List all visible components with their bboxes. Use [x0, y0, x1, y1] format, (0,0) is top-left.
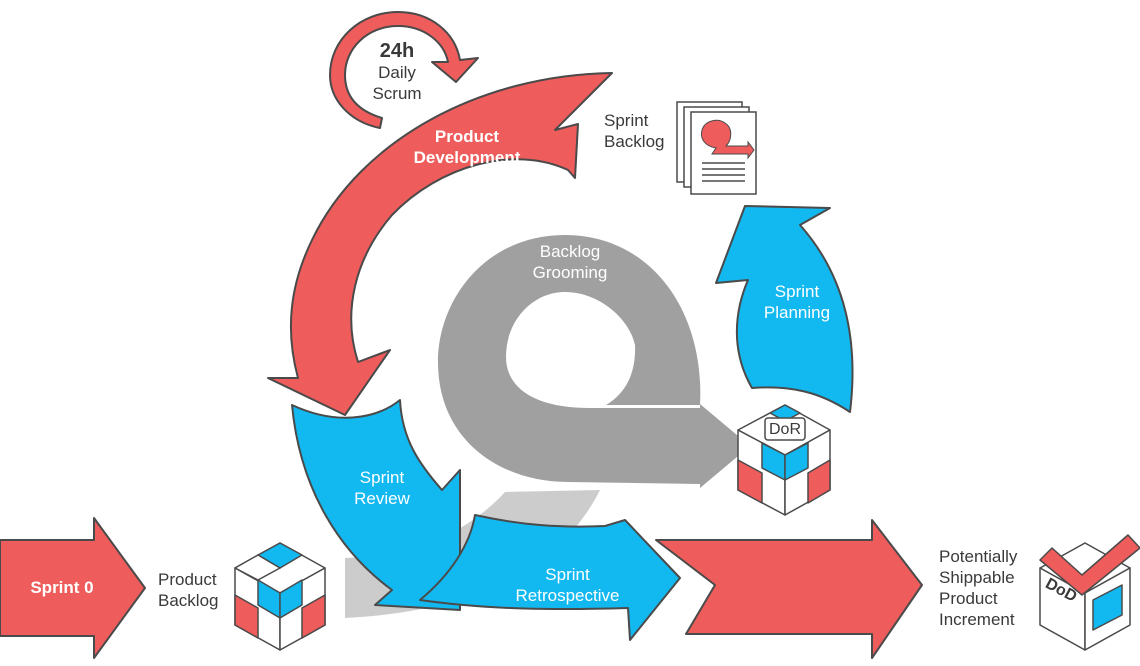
sprint-retrospective-label: Sprint Retrospective [505, 564, 630, 606]
sprint-backlog-line1: Sprint [604, 111, 649, 130]
sprint-planning-line2: Planning [763, 303, 831, 322]
increment-arrow [655, 519, 923, 659]
sprint-backlog-line2: Backlog [604, 132, 665, 151]
product-backlog-line1: Product [158, 570, 217, 589]
daily-scrum-line2: Daily [378, 63, 416, 82]
potentially-shippable-label: Potentially Shippable Product Increment [939, 546, 1034, 630]
sprint-planning-label: Sprint Planning [752, 281, 842, 323]
product-development-line1: Product [434, 127, 500, 146]
product-backlog-label: Product Backlog [158, 569, 238, 611]
sprint-review-line1: Sprint [359, 468, 405, 487]
potentially-shippable-line4: Increment [939, 610, 1015, 629]
product-backlog-line2: Backlog [158, 591, 219, 610]
potentially-shippable-line1: Potentially [939, 547, 1018, 566]
sprint-0-arrow [0, 517, 146, 659]
sprint-planning-arrow [715, 205, 854, 413]
backlog-grooming-arrow [438, 235, 750, 488]
daily-scrum-hours: 24h [379, 40, 415, 62]
dor-text: DoR [768, 421, 801, 438]
sprint-backlog-label: Sprint Backlog [604, 110, 684, 152]
potentially-shippable-line3: Product [939, 589, 998, 608]
sprint-retrospective-line1: Sprint [545, 565, 590, 584]
sprint-review-arrow [291, 399, 461, 611]
dor-label: DoR [765, 419, 805, 440]
backlog-grooming-line1: Backlog [539, 242, 601, 261]
sprint-planning-line1: Sprint [774, 282, 820, 301]
backlog-grooming-line2: Grooming [532, 263, 608, 282]
sprint-0-label: Sprint 0 [12, 577, 112, 598]
sprint-review-label: Sprint Review [342, 467, 422, 509]
dor-cube-icon [737, 404, 831, 516]
daily-scrum-label: 24h Daily Scrum [360, 40, 434, 104]
product-development-arrow [267, 72, 613, 416]
sprint-retrospective-arrow [419, 514, 681, 641]
sprint-review-line2: Review [354, 489, 410, 508]
product-backlog-cube-icon [234, 542, 326, 651]
sprint-retrospective-line2: Retrospective [515, 586, 620, 605]
daily-scrum-loop-icon [329, 11, 479, 129]
backlog-grooming-label: Backlog Grooming [515, 241, 625, 283]
daily-scrum-line3: Scrum [372, 84, 422, 103]
product-development-label: Product Development [388, 126, 546, 168]
sprint-backlog-document-icon [676, 101, 757, 195]
product-development-line2: Development [413, 148, 521, 167]
sprint-0-text: Sprint 0 [30, 578, 94, 597]
dod-box-checkmark-icon [1039, 534, 1140, 651]
potentially-shippable-line2: Shippable [939, 568, 1015, 587]
